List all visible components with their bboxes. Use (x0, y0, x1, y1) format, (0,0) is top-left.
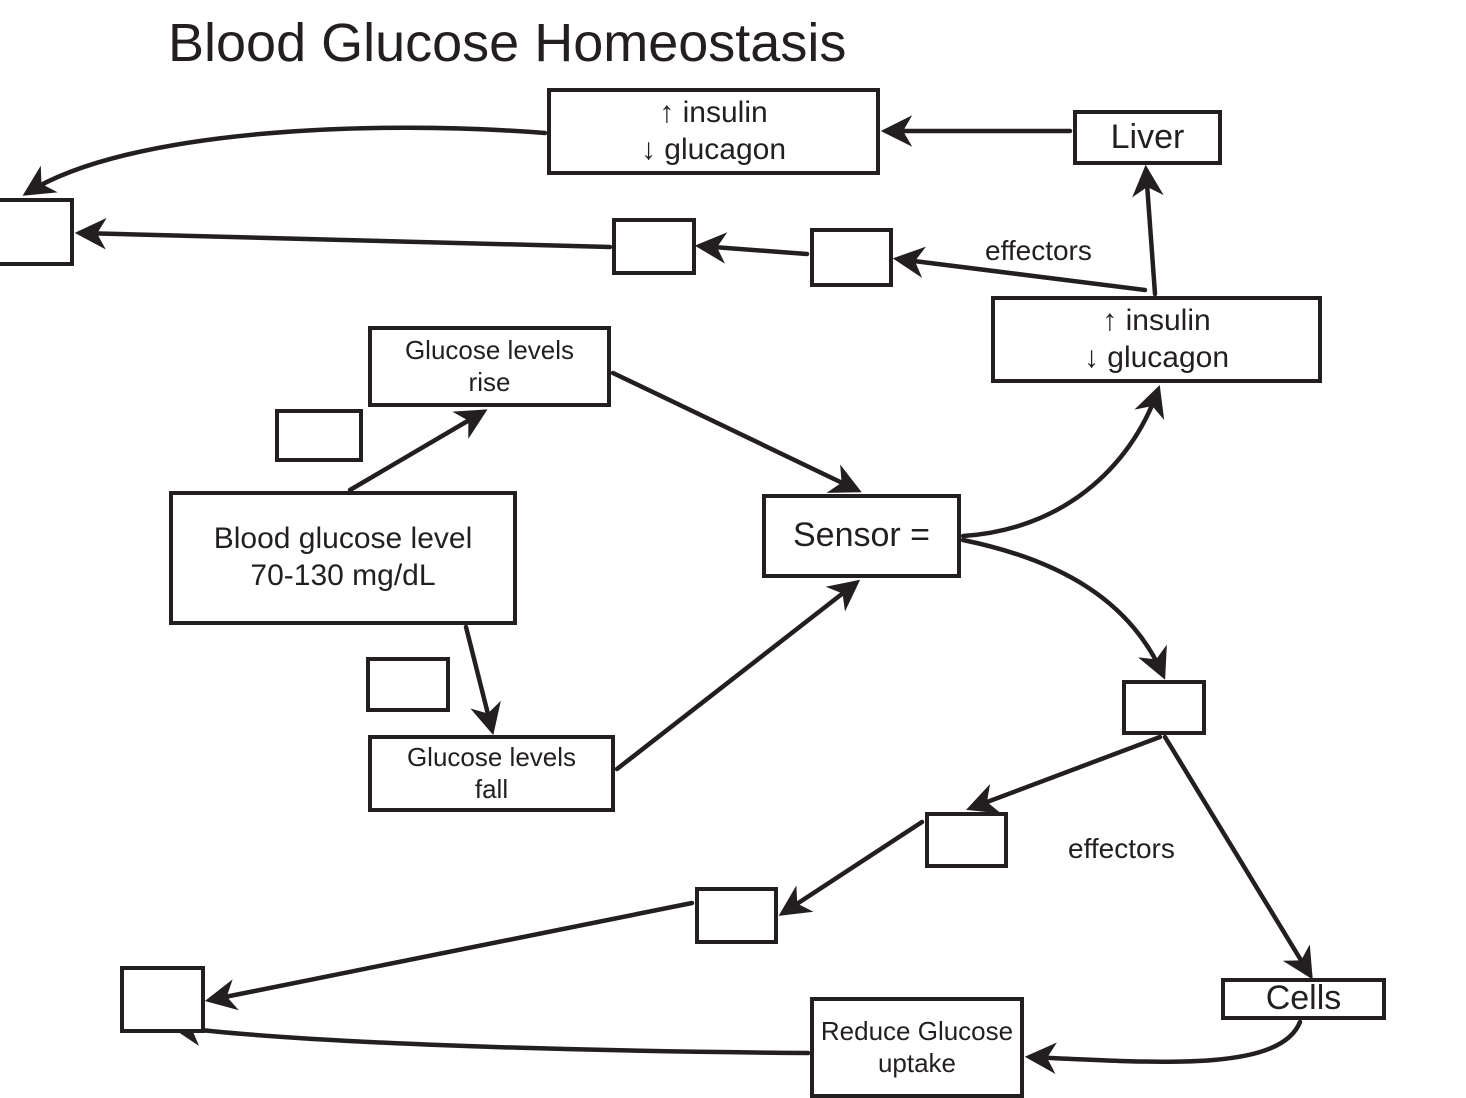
node-insulin_glucagon_top[interactable]: ↑ insulin ↓ glucagon (547, 88, 880, 175)
page-title: Blood Glucose Homeostasis (168, 13, 847, 73)
node-cells[interactable]: Cells (1221, 978, 1386, 1020)
edge-lower-mid-right-to-lower-mid-left (778, 819, 925, 916)
node-blank_bottom_left[interactable] (120, 966, 205, 1033)
edge-label-effectors_bottom: effectors (1068, 833, 1175, 864)
node-blank_right_effectors[interactable] (1122, 680, 1206, 735)
node-blood_glucose_level[interactable]: Blood glucose level 70-130 mg/dL (169, 491, 517, 625)
node-blank_near_fall[interactable] (366, 657, 450, 712)
node-glucose_levels_rise[interactable]: Glucose levels rise (368, 326, 611, 407)
node-glucose_levels_fall[interactable]: Glucose levels fall (368, 735, 615, 812)
edge-blank-mid-left-to-far-left (74, 217, 613, 250)
node-blank_top_mid_left[interactable] (612, 218, 696, 275)
edge-insulin-right-to-liver (1132, 164, 1164, 297)
edge-blank-right-to-lower-mid-right (966, 734, 1163, 814)
node-sensor[interactable]: Sensor = (762, 494, 961, 578)
edge-blank-right-to-cells (1162, 734, 1313, 980)
edge-sensor-to-blank-right (960, 537, 1167, 680)
node-blank_far_left[interactable] (0, 198, 74, 266)
edge-blood-glucose-to-rise (347, 409, 488, 493)
node-blank_top_mid_right[interactable] (810, 228, 893, 287)
edge-label-effectors_top: effectors (985, 235, 1092, 266)
edge-sensor-to-insulin-right (960, 385, 1165, 539)
node-blank_near_rise[interactable] (275, 409, 363, 462)
node-reduce_glucose_uptake[interactable]: Reduce Glucose uptake (810, 997, 1024, 1098)
edge-blank-mid-right-to-mid-left (694, 232, 810, 264)
node-blank_lower_mid_right[interactable] (925, 812, 1008, 868)
node-liver[interactable]: Liver (1073, 110, 1222, 165)
edge-reduce-uptake-to-bottom-left (169, 1014, 811, 1056)
edge-insulin-top-to-far-left (22, 125, 548, 196)
edge-fall-to-sensor (614, 579, 861, 772)
node-blank_lower_mid_left[interactable] (695, 887, 778, 944)
edge-blood-glucose-to-fall (463, 624, 501, 736)
node-insulin_glucagon_right[interactable]: ↑ insulin ↓ glucagon (991, 296, 1322, 383)
edge-rise-to-sensor (610, 370, 862, 493)
edge-lower-mid-left-to-bottom-left (204, 900, 695, 1011)
edge-cells-to-reduce-uptake (1024, 1019, 1303, 1074)
